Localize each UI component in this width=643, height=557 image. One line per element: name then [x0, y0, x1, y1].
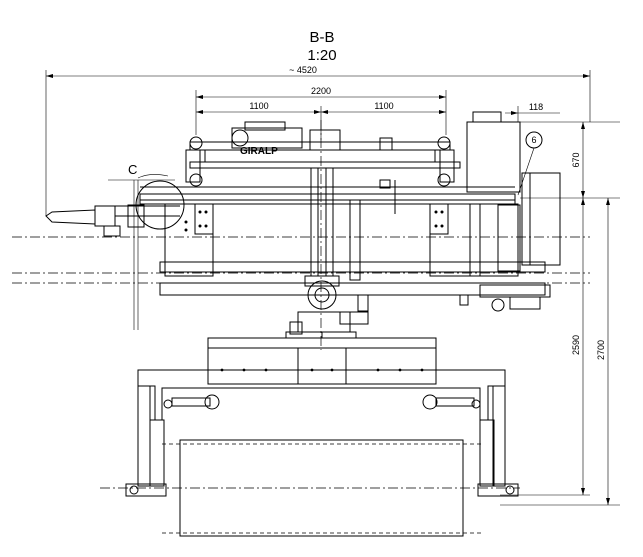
detail-label-c: C: [128, 162, 137, 177]
dimension-half-span-left-text: 1100: [249, 101, 268, 111]
dimension-height-upper: 670: [520, 121, 620, 199]
dimension-height-total-text: 2700: [596, 340, 606, 360]
dimension-half-span-right: 1100: [321, 101, 446, 114]
brand-mark: GIRALP: [240, 146, 278, 157]
dimension-height-lower: 2590: [500, 198, 590, 496]
center-lifting-column: [297, 167, 369, 338]
dimension-half-span-right-text: 1100: [374, 101, 393, 111]
callout-number: 6: [531, 135, 536, 145]
section-title: B-B: [309, 29, 334, 46]
misc-details: [289, 179, 469, 335]
left-extension-arm: C: [45, 162, 185, 330]
dimension-offset-right-text: 118: [529, 102, 543, 112]
spreader-beam: [207, 331, 437, 385]
dimension-overall-width-text: ~ 4520: [289, 65, 317, 75]
right-cabin: 6: [466, 111, 561, 312]
rail-centerlines: [12, 120, 590, 350]
dimension-rail-span-text: 2200: [311, 86, 331, 96]
load-roll: [100, 439, 520, 537]
dimension-height-upper-text: 670: [571, 152, 581, 167]
upper-trolley-frame: GIRALP: [185, 121, 461, 187]
dimension-offset-right: 118: [505, 102, 560, 122]
dimension-rail-span: 2200: [195, 86, 447, 135]
dimension-height-total: 2700: [500, 198, 620, 506]
lower-lifting-frame: [125, 369, 519, 497]
dimension-overall-width: ~ 4520: [45, 65, 591, 216]
dimension-height-lower-text: 2590: [571, 335, 581, 355]
right-support-legs: [429, 203, 519, 277]
left-support-legs: [164, 203, 214, 277]
main-girders: [139, 186, 546, 296]
scale-label: 1:20: [307, 47, 336, 64]
